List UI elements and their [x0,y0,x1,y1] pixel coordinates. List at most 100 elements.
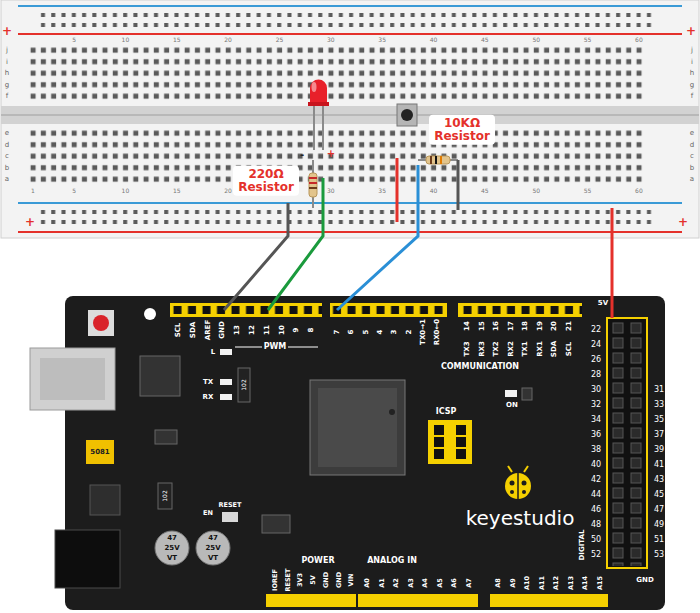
rail-sign: + [2,25,12,37]
column-number: 60 [635,188,643,194]
row-letter: h [690,70,694,77]
row-letter: f [691,93,693,100]
component-callout: 220Ω Resistor [233,166,299,196]
column-number: 10 [122,188,130,194]
pin-label: TX0→1 [419,319,426,345]
pin-label: 49 [654,521,664,529]
pin-label: 32 [591,401,601,409]
pin-label: VIN [348,574,355,587]
pin-label: A1 [378,578,385,588]
row-letter: i [691,58,693,65]
wire [611,208,614,318]
row-letter: e [690,130,694,137]
pin-label: RX0←0 [434,319,441,345]
pin-label: 35 [654,416,664,424]
pin-label: A6 [451,578,458,588]
pin-label: A13 [567,576,574,590]
pin-label: A4 [422,578,429,588]
wire [337,165,418,310]
power-jack [55,530,120,588]
pin-label: 42 [591,476,601,484]
section-label: COMMUNICATION [441,363,519,371]
wire [396,158,399,222]
pin-label: TX1 [522,341,529,356]
part-marking: 47 [208,535,218,542]
column-number: 60 [635,37,643,43]
part-marking: 25V [164,545,179,552]
pin-label: GND [636,577,653,584]
resistor-symbol [309,173,317,197]
pin-label: 11 [263,325,270,335]
pin-label: 38 [591,446,601,454]
pin-label: ON [506,402,518,409]
pin-label: IOREF [272,569,279,591]
pin-label: GND [219,321,226,338]
row-letter: d [5,141,9,148]
column-number: 40 [430,37,438,43]
pin-label: 52 [591,551,601,559]
pin-label: GND [335,572,342,588]
pin-label: 19 [536,321,543,331]
pin-label: A0 [364,578,371,588]
pin-label: 51 [654,536,664,544]
column-number: 35 [378,37,386,43]
pin-label: 37 [654,431,664,439]
row-letter: b [5,164,9,171]
part-marking: 102 [162,490,168,501]
column-number: 25 [276,37,284,43]
pin-label: 31 [654,386,664,394]
pin-label: 6 [348,330,355,335]
row-letter: a [5,176,9,183]
pin-label: 4 [376,330,383,335]
pin-label: 30 [591,386,601,394]
arduino-board [65,296,665,610]
led [310,80,327,105]
pin-label: 5V [310,575,317,585]
pin-label: 40 [591,461,601,469]
pin-label: RX [203,394,214,401]
pin-label: 39 [654,446,664,454]
pin-label: SDA [189,322,196,338]
part-marking: VT [167,555,177,562]
section-label: ANALOG IN [367,557,417,565]
column-number: 20 [224,188,232,194]
pin-label: 21 [565,321,572,331]
pin-label: 7 [334,330,341,335]
row-letter: c [5,153,9,160]
pin-label: A14 [582,576,589,590]
pin-label: 50 [591,536,601,544]
column-number: 15 [173,37,181,43]
pin-label: AREF [204,320,211,340]
pin-label: 24 [591,341,601,349]
pin-label: SCL [175,323,182,338]
pin-label: 33 [654,401,664,409]
breadboard [1,0,699,238]
microcontroller-chip [310,380,405,475]
row-letter: d [690,141,694,148]
pin-label: TX3 [464,341,471,356]
column-number: 55 [584,37,592,43]
pin-label: A2 [393,578,400,588]
column-number: 1 [31,188,35,194]
brand-logo: keyestudio [466,508,575,528]
pin-label: 13 [234,325,241,335]
pin-label: 5V [598,300,608,307]
column-number: 55 [584,188,592,194]
wire [457,160,460,210]
pin-label: A3 [407,578,414,588]
column-number: 50 [532,188,540,194]
pin-label: 26 [591,356,601,364]
pin-label: 45 [654,491,664,499]
column-number: 15 [173,188,181,194]
column-number: 45 [481,37,489,43]
pin-label: 2 [405,330,412,335]
pin-label: SDA [551,341,558,357]
pin-label: 41 [654,461,664,469]
section-label: PWM [264,343,287,351]
rail-sign: + [25,216,35,228]
usb-port [30,348,115,410]
pin-label: A7 [465,578,472,588]
polarity-sign: + [327,149,335,159]
row-letter: g [690,81,694,88]
